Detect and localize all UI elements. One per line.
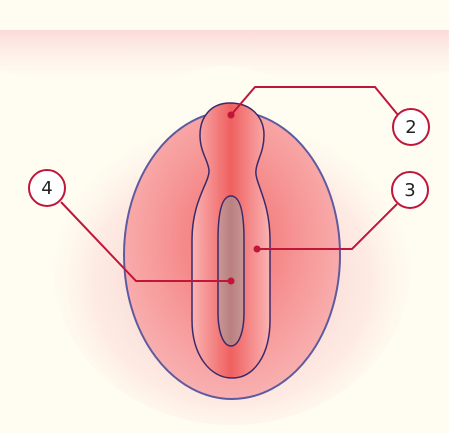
core-opening (218, 196, 244, 346)
callout-2-dot (228, 112, 235, 119)
callout-2-number: 2 (405, 117, 416, 138)
callout-4-number: 4 (41, 178, 52, 199)
callout-3-number: 3 (404, 180, 415, 201)
callout-4-dot (228, 278, 235, 285)
callout-3-dot (254, 246, 261, 253)
